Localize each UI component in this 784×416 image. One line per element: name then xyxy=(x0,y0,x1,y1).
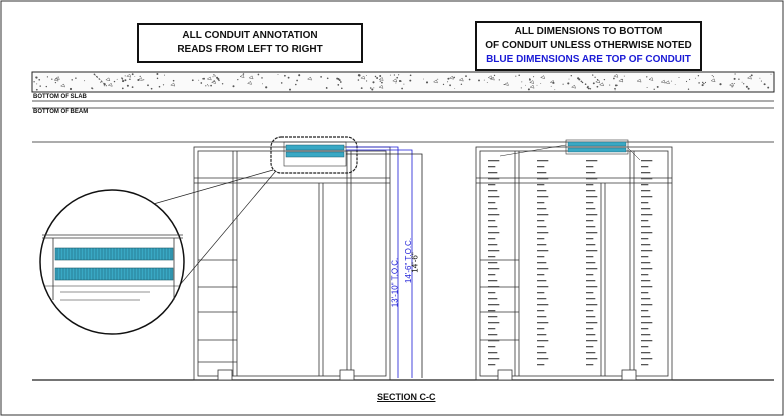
left-rack-frame xyxy=(193,146,391,381)
dimension-note-line-2: OF CONDUIT UNLESS OTHERWISE NOTED xyxy=(485,40,692,51)
dimension-note-line-1: ALL DIMENSIONS TO BOTTOM xyxy=(514,26,663,37)
bottom-of-slab-label: BOTTOM OF SLAB xyxy=(33,94,87,100)
conduit-annotation-columns xyxy=(488,160,653,366)
bottom-of-beam-label: BOTTOM OF BEAM xyxy=(33,109,89,115)
section-title: SECTION C-C xyxy=(377,392,436,402)
right-top-conduit-bank xyxy=(499,139,641,161)
zoom-connector-top xyxy=(149,169,274,206)
concrete-slab xyxy=(31,71,775,93)
right-rack-frame xyxy=(475,146,673,381)
annotation-note-line-2: READS FROM LEFT TO RIGHT xyxy=(177,44,323,55)
annotation-note-box: ALL CONDUIT ANNOTATION READS FROM LEFT T… xyxy=(137,23,363,63)
dimension-leaders xyxy=(346,146,423,378)
dimension-note-box: ALL DIMENSIONS TO BOTTOM OF CONDUIT UNLE… xyxy=(475,21,702,71)
dimension-text-3: 14'-6" xyxy=(410,252,420,273)
detail-zoom-circle xyxy=(39,189,185,335)
slab-hatch xyxy=(33,73,772,91)
dimension-note-line-3: BLUE DIMENSIONS ARE TOP OF CONDUIT xyxy=(486,54,691,65)
dimension-text-1: 13'-10" T.O.C. xyxy=(390,257,400,308)
left-top-conduit-bank xyxy=(270,136,358,174)
left-rack-bases xyxy=(217,369,355,381)
annotation-note-line-1: ALL CONDUIT ANNOTATION xyxy=(182,30,318,41)
right-rack-bases xyxy=(497,369,637,381)
